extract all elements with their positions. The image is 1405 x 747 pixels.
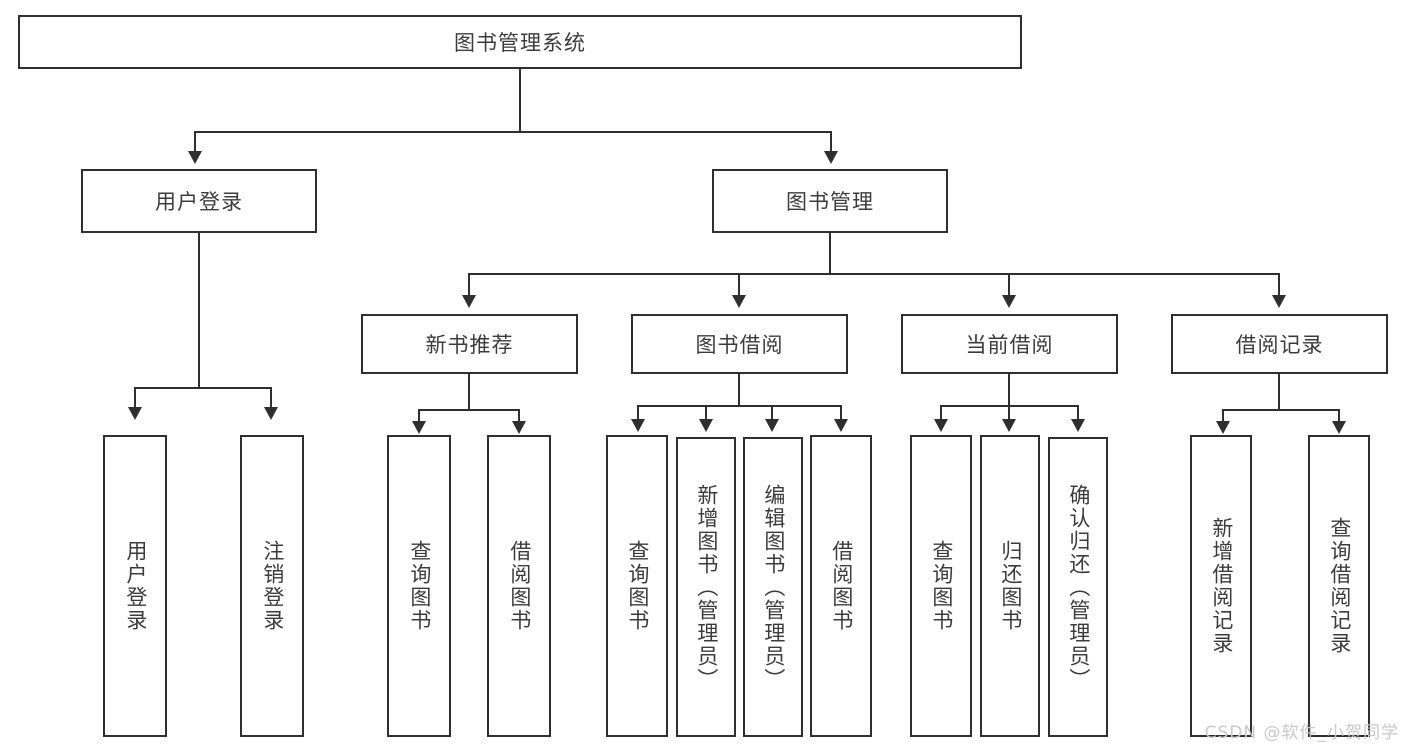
connector-bm-drop-1: [468, 273, 470, 297]
node-label: 新增借阅记录: [1209, 517, 1234, 655]
leaf-query-book-borrow[interactable]: 查询图书: [606, 435, 668, 737]
connector-nbr-bus: [418, 409, 518, 411]
arrow-down-icon: [1332, 421, 1346, 434]
arrow-down-icon: [264, 407, 278, 420]
connector-cb-stem: [1008, 374, 1010, 405]
connector-root-stem: [519, 69, 521, 131]
connector-cb-drop-1: [940, 405, 942, 421]
connector-bb-bus: [637, 405, 840, 407]
node-label: 确认归还（管理员）: [1066, 483, 1091, 691]
node-label: 新增图书（管理员）: [694, 483, 719, 691]
connector-br-bus: [1222, 409, 1338, 411]
connector-root-to-book-management: [830, 131, 832, 153]
arrow-down-icon: [1216, 421, 1230, 434]
arrow-down-icon: [699, 419, 713, 432]
connector-user-login-drop-2: [270, 387, 272, 409]
leaf-query-borrow-record[interactable]: 查询借阅记录: [1308, 435, 1370, 737]
connector-br-stem: [1278, 374, 1280, 409]
connector-book-management-stem: [829, 233, 831, 273]
node-label: 用户登录: [123, 540, 148, 632]
connector-bm-drop-4: [1278, 273, 1280, 297]
arrow-down-icon: [834, 419, 848, 432]
leaf-borrow-book[interactable]: 借阅图书: [810, 435, 872, 737]
connector-br-drop-2: [1338, 409, 1340, 423]
node-label: 查询图书: [929, 540, 954, 632]
node-label: 新书推荐: [425, 333, 514, 357]
connector-bb-drop-4: [840, 405, 842, 421]
connector-nbr-drop-2: [518, 409, 520, 423]
connector-bb-drop-2: [705, 405, 707, 421]
csdn-watermark: CSDN @软件_小贺同学: [1204, 723, 1399, 743]
leaf-edit-book-admin[interactable]: 编辑图书（管理员）: [743, 437, 803, 737]
node-label: 归还图书: [998, 540, 1023, 632]
node-label: 查询图书: [407, 540, 432, 632]
leaf-user-login[interactable]: 用户登录: [103, 435, 167, 737]
connector-user-login-drop-1: [134, 387, 136, 409]
arrow-down-icon: [1071, 419, 1085, 432]
connector-user-login-bus: [134, 387, 270, 389]
arrow-down-icon: [732, 295, 746, 308]
connector-bm-drop-3: [1008, 273, 1010, 297]
leaf-add-book-admin[interactable]: 新增图书（管理员）: [676, 437, 736, 737]
connector-bb-drop-3: [771, 405, 773, 421]
node-label: 借阅记录: [1235, 333, 1324, 357]
node-label: 借阅图书: [507, 540, 532, 632]
connector-br-drop-1: [1222, 409, 1224, 423]
connector-book-management-bus: [468, 273, 1280, 275]
leaf-add-borrow-record[interactable]: 新增借阅记录: [1190, 435, 1252, 737]
arrow-down-icon: [1272, 295, 1286, 308]
arrow-down-icon: [631, 419, 645, 432]
arrow-down-icon: [512, 421, 526, 434]
connector-root-bus: [194, 131, 832, 133]
arrow-down-icon: [1002, 295, 1016, 308]
leaf-query-book-recommend[interactable]: 查询图书: [387, 435, 451, 737]
connector-cb-drop-2: [1008, 405, 1010, 421]
node-label: 当前借阅: [965, 333, 1054, 357]
node-label: 借阅图书: [829, 540, 854, 632]
leaf-query-book-current[interactable]: 查询图书: [910, 435, 972, 737]
connector-user-login-stem: [198, 233, 200, 387]
node-label: 用户登录: [155, 190, 243, 214]
connector-bb-drop-1: [637, 405, 639, 421]
connector-nbr-stem: [468, 374, 470, 409]
node-label: 查询借阅记录: [1327, 517, 1352, 655]
node-book-borrow[interactable]: 图书借阅: [631, 314, 848, 374]
node-label: 编辑图书（管理员）: [761, 483, 786, 691]
leaf-borrow-book-recommend[interactable]: 借阅图书: [487, 435, 551, 737]
arrow-down-icon: [188, 151, 202, 164]
connector-bm-drop-2: [738, 273, 740, 297]
node-new-book-recommend[interactable]: 新书推荐: [361, 314, 578, 374]
node-user-login[interactable]: 用户登录: [81, 169, 317, 233]
arrow-down-icon: [824, 151, 838, 164]
arrow-down-icon: [412, 421, 426, 434]
node-root-library-management-system[interactable]: 图书管理系统: [18, 15, 1022, 69]
node-current-borrow[interactable]: 当前借阅: [901, 314, 1118, 374]
connector-nbr-drop-1: [418, 409, 420, 423]
arrow-down-icon: [1002, 419, 1016, 432]
node-borrow-record[interactable]: 借阅记录: [1171, 314, 1388, 374]
node-label: 图书借阅: [695, 333, 784, 357]
arrow-down-icon: [934, 419, 948, 432]
leaf-return-book[interactable]: 归还图书: [980, 435, 1040, 737]
connector-cb-drop-3: [1077, 405, 1079, 421]
leaf-confirm-return-admin[interactable]: 确认归还（管理员）: [1048, 437, 1108, 737]
arrow-down-icon: [462, 295, 476, 308]
node-label: 图书管理: [786, 190, 874, 214]
arrow-down-icon: [128, 407, 142, 420]
node-label: 图书管理系统: [454, 31, 586, 55]
arrow-down-icon: [765, 419, 779, 432]
node-label: 查询图书: [625, 540, 650, 632]
connector-root-to-user-login: [194, 131, 196, 153]
node-book-management[interactable]: 图书管理: [712, 169, 948, 233]
connector-bb-stem: [738, 374, 740, 405]
leaf-user-logout[interactable]: 注销登录: [240, 435, 304, 737]
node-label: 注销登录: [260, 540, 285, 632]
